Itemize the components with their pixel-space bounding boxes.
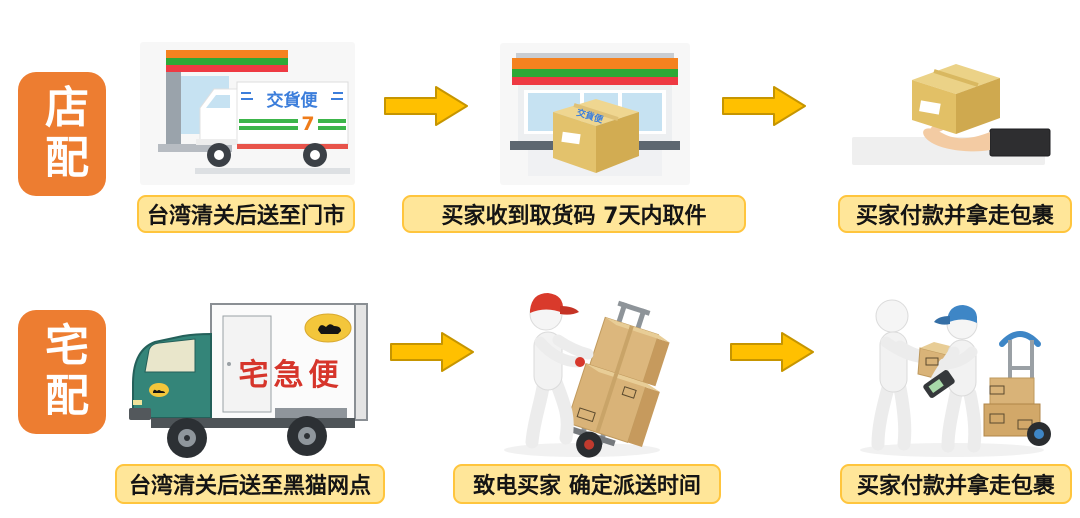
truck-banner-text: 宅急便 — [239, 358, 344, 393]
store-delivery-badge: 店配 — [18, 72, 106, 196]
blue-cap — [947, 305, 978, 323]
hand — [923, 128, 990, 152]
black-cat-truck-illustration: 宅急便 — [125, 288, 380, 463]
hand-holding-package-illustration — [840, 40, 1057, 173]
red-cap — [530, 293, 564, 313]
truck-banner-text: 交貨便 — [267, 90, 319, 111]
courier-figure — [525, 293, 594, 449]
step-caption: 买家付款并拿走包裹 — [838, 195, 1072, 233]
step-caption: 台湾清关后送至门市 — [137, 195, 355, 233]
step-caption: 买家收到取货码 7天内取件 — [402, 195, 746, 233]
sleeve — [989, 128, 1051, 157]
seven-eleven-store-illustration: 交貨便 — [500, 43, 690, 185]
step-caption: 致电买家 确定派送时间 — [453, 464, 721, 504]
handheld-scanner — [923, 370, 955, 398]
flow-arrow-icon — [722, 86, 806, 126]
hand-truck — [983, 331, 1051, 446]
step-caption: 买家付款并拿走包裹 — [840, 464, 1072, 504]
seven-logo: 7 — [301, 113, 314, 135]
seven-eleven-truck-illustration: 交貨便 7 — [140, 42, 355, 185]
hand-truck — [566, 300, 670, 458]
flow-arrow-icon — [384, 86, 468, 126]
courier-hand-truck-illustration — [482, 282, 682, 460]
package-exchange-illustration — [842, 282, 1060, 460]
courier-figure — [923, 305, 982, 453]
flow-arrow-icon — [390, 332, 474, 372]
step-caption: 台湾清关后送至黑猫网点 — [115, 464, 385, 504]
buyer-figure — [871, 299, 938, 451]
flow-arrow-icon — [730, 332, 814, 372]
home-delivery-badge: 宅配 — [18, 310, 106, 434]
